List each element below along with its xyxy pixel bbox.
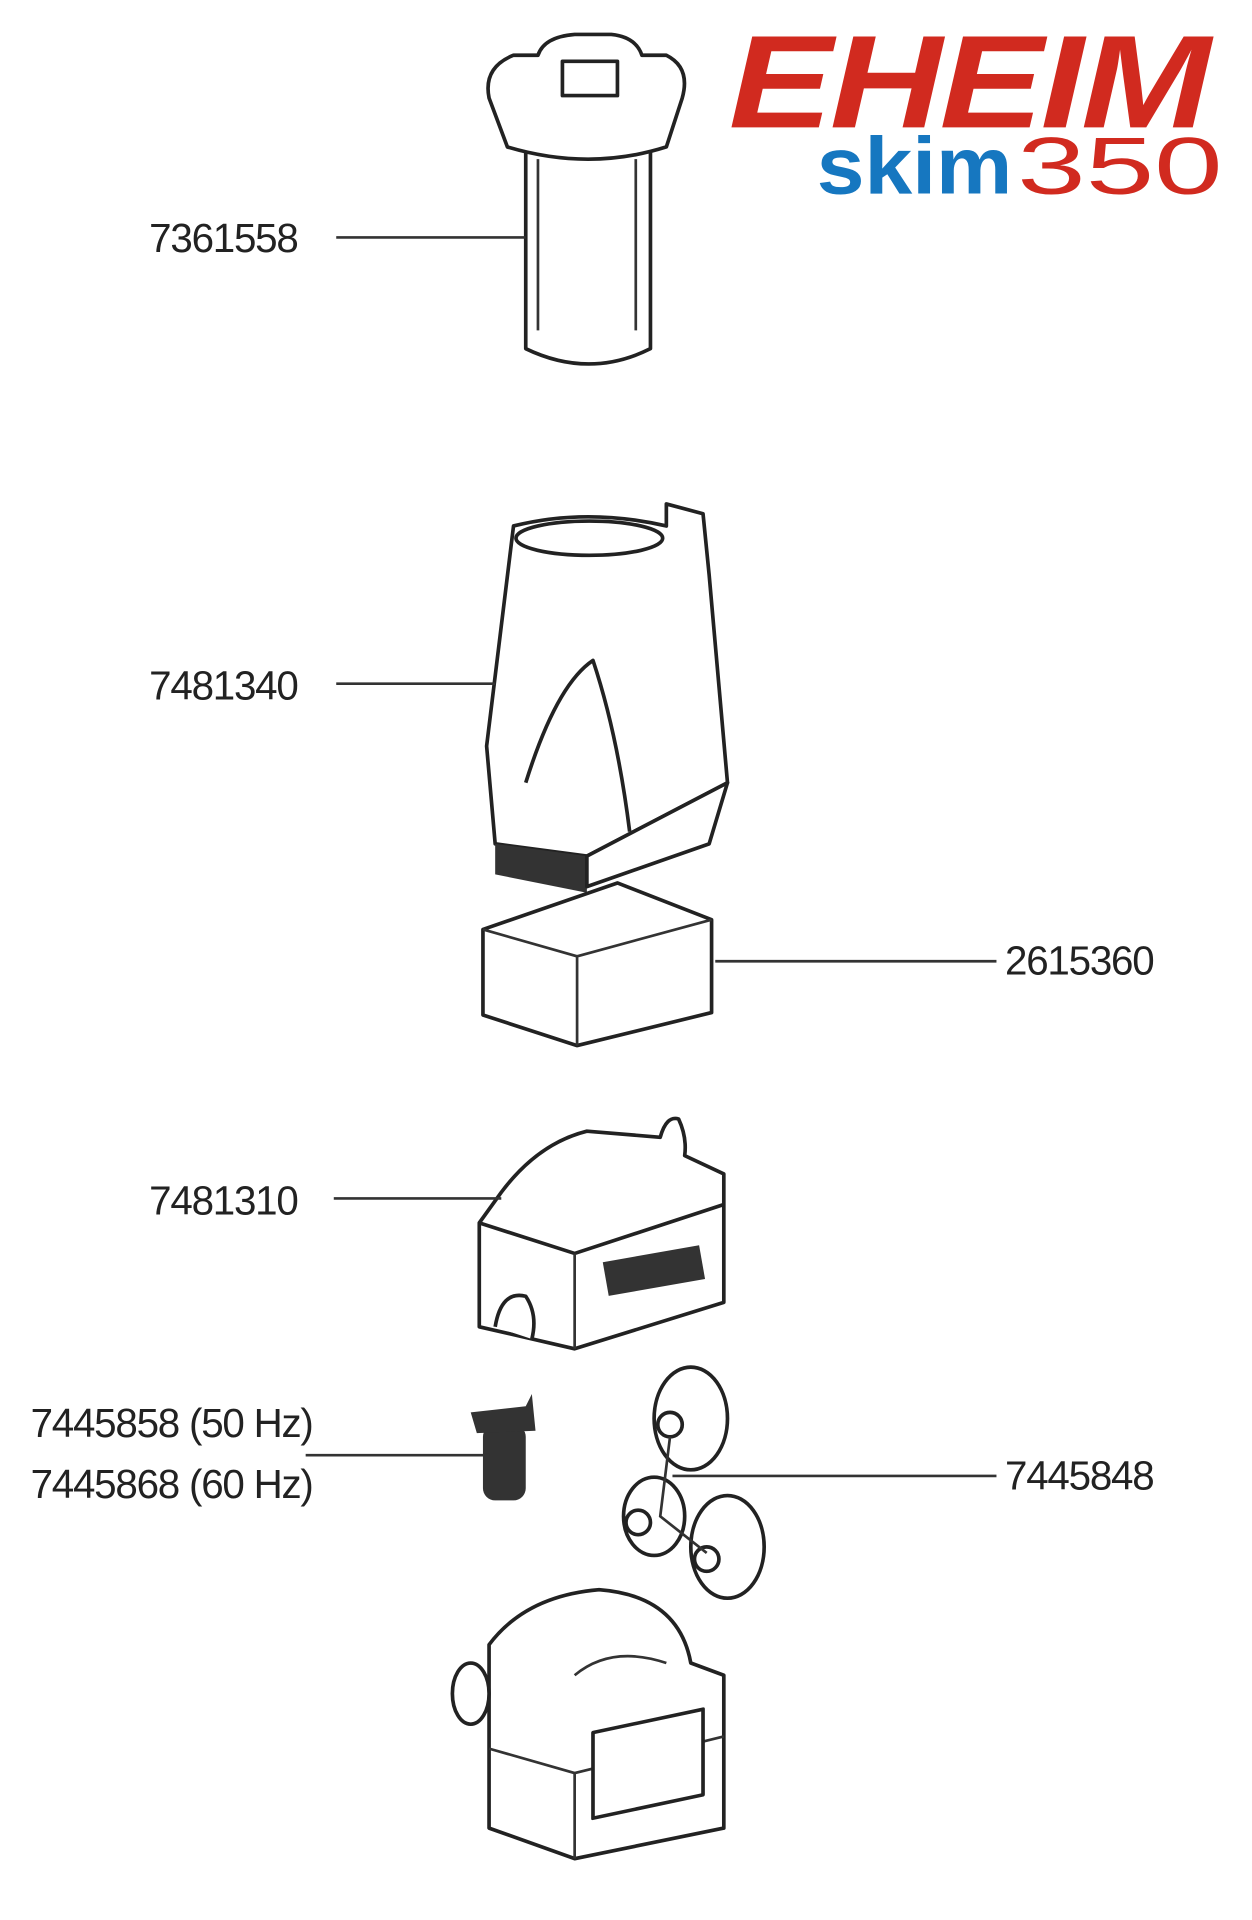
suction-cup-holder-drawing <box>621 1365 766 1601</box>
part-label-7445858: 7445858 (50 Hz) <box>31 1400 313 1446</box>
part-label-2615360: 2615360 <box>1005 938 1153 984</box>
logo-product-name: skim <box>817 121 1013 211</box>
eheim-skim350-logo: EHEIM skim 350 <box>729 7 1223 211</box>
part-label-7445868: 7445868 (60 Hz) <box>31 1461 313 1507</box>
part-label-7481310: 7481310 <box>149 1177 297 1223</box>
part-label-7445848: 7445848 <box>1005 1452 1153 1498</box>
foam-filter-drawing <box>481 881 714 1048</box>
skimmer-body-drawing <box>484 502 730 893</box>
pump-drawing <box>450 1587 726 1861</box>
collection-cup-drawing <box>486 32 687 366</box>
part-label-7361558: 7361558 <box>149 215 297 261</box>
housing-drawing <box>477 1116 726 1351</box>
rotor-drawing <box>470 1394 536 1501</box>
part-label-7481340: 7481340 <box>149 663 297 709</box>
logo-product-number: 350 <box>1017 121 1222 211</box>
logo-brand: EHEIM <box>729 7 1215 155</box>
